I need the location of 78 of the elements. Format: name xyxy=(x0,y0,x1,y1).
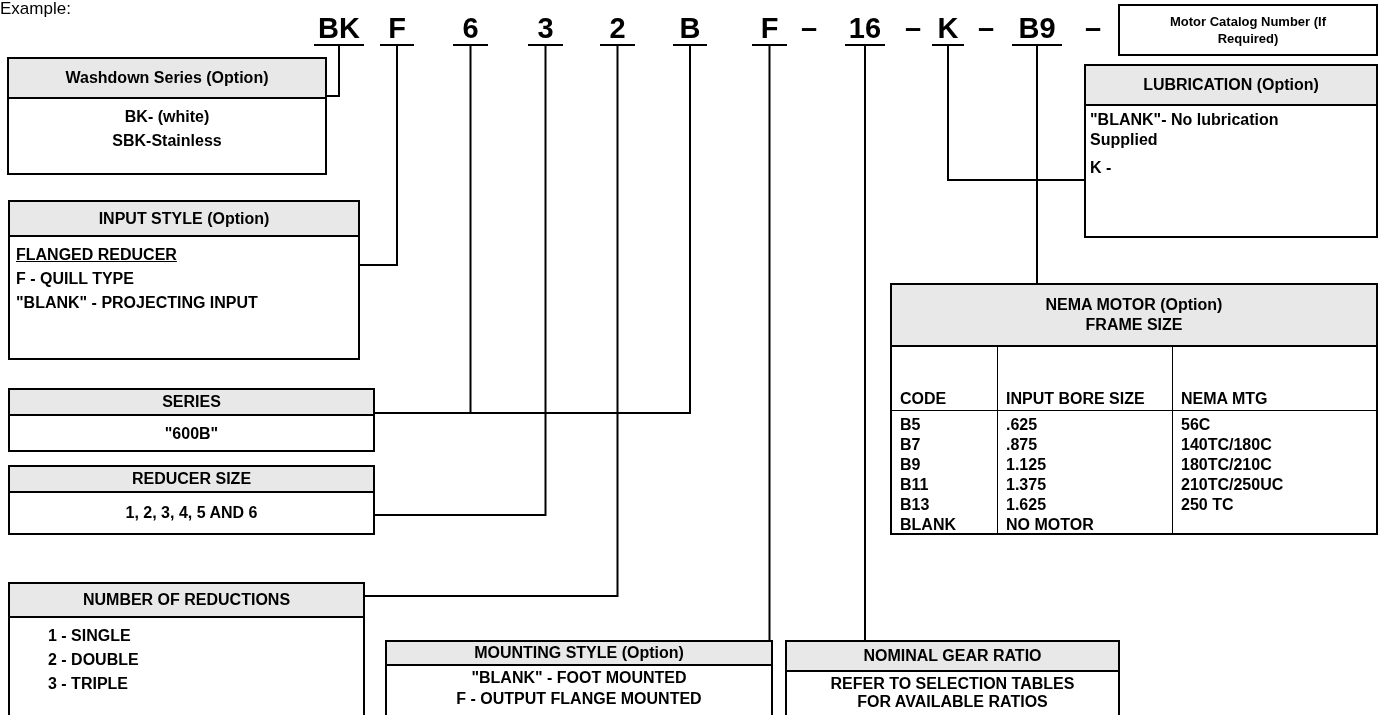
code-character: 6 xyxy=(453,12,488,46)
box-heading: Washdown Series (Option) xyxy=(9,59,325,99)
example-label: Example: xyxy=(0,0,71,18)
option-box xyxy=(8,200,360,360)
option-text: F - OUTPUT FLANGE MOUNTED xyxy=(456,690,702,708)
leader-line xyxy=(864,45,866,641)
leader-line xyxy=(374,45,547,516)
table-cell: 1.375 xyxy=(997,475,1172,495)
table-cell: 180TC/210C xyxy=(1172,455,1376,475)
table-cell-text: BLANK xyxy=(899,515,957,535)
column-header: INPUT BORE SIZE xyxy=(997,347,1172,411)
option-text: "600B" xyxy=(164,424,219,444)
box-heading: NUMBER OF REDUCTIONS xyxy=(10,584,363,618)
box-heading: LUBRICATION (Option) xyxy=(1086,66,1376,106)
table-cell: 210TC/250UC xyxy=(1172,475,1376,495)
table-cell-text: B7 xyxy=(899,435,922,455)
option-box xyxy=(8,388,375,452)
option-text: "BLANK" - FOOT MOUNTED xyxy=(471,669,687,687)
option-text: 1, 2, 3, 4, 5 AND 6 xyxy=(125,503,258,523)
table-cell-text: B13 xyxy=(899,495,931,515)
option-text: 1 - SINGLE xyxy=(48,626,131,646)
column-header: CODE xyxy=(892,347,997,411)
box-heading: MOUNTING STYLE (Option) xyxy=(387,642,771,666)
option-text: 3 - TRIPLE xyxy=(48,674,128,694)
code-character: K xyxy=(932,12,964,46)
option-text: SBK-Stainless xyxy=(112,131,222,151)
table-cell: 1.125 xyxy=(997,455,1172,475)
table-cell: .875 xyxy=(997,435,1172,455)
code-character: 3 xyxy=(528,12,563,46)
option-text: 2 - DOUBLE xyxy=(48,650,139,670)
code-character: F xyxy=(752,12,787,46)
option-box xyxy=(385,640,773,715)
code-character: B9 xyxy=(1012,12,1062,46)
option-text: F - QUILL TYPE xyxy=(16,269,134,289)
option-text: "BLANK" - PROJECTING INPUT xyxy=(16,293,258,313)
separator-dash: – xyxy=(801,12,818,44)
table-cell-text: B9 xyxy=(899,455,922,475)
option-box xyxy=(785,640,1120,715)
leader-line xyxy=(359,45,398,266)
box-heading: REDUCER SIZE xyxy=(10,467,373,493)
box-heading: INPUT STYLE (Option) xyxy=(10,202,358,237)
table-cell-text: B5 xyxy=(899,415,922,435)
separator-dash: – xyxy=(978,12,995,44)
separator-dash: – xyxy=(1085,12,1102,44)
column-header: NEMA MTG xyxy=(1172,347,1376,411)
leader-line xyxy=(1036,45,1038,284)
table-cell: .625 xyxy=(997,411,1172,435)
option-text: "BLANK"- No lubrication Supplied xyxy=(1090,110,1280,150)
leader-line xyxy=(364,45,619,597)
option-box xyxy=(7,57,327,175)
box-heading: NOMINAL GEAR RATIO xyxy=(787,642,1118,672)
table-cell: 1.625 xyxy=(997,495,1172,515)
code-character: 16 xyxy=(845,12,885,46)
table-cell: NO MOTOR xyxy=(997,515,1172,535)
option-box xyxy=(1084,64,1378,238)
box-heading: SERIES xyxy=(10,390,373,416)
box-text: Motor Catalog Number (If Required) xyxy=(1169,13,1327,47)
box-heading: NEMA MOTOR (Option) FRAME SIZE xyxy=(892,285,1376,347)
option-box xyxy=(8,582,365,715)
option-text: BK- (white) xyxy=(124,107,210,127)
table-cell: 56C xyxy=(1172,411,1376,435)
table-cell-text: B11 xyxy=(899,475,930,495)
leader-line xyxy=(947,45,1085,181)
option-box xyxy=(8,465,375,535)
catalog-number-box xyxy=(1118,4,1378,56)
option-text: REFER TO SELECTION TABLES FOR AVAILABLE RATIOS xyxy=(829,675,1076,711)
table-cell: 140TC/180C xyxy=(1172,435,1376,455)
option-text: FLANGED REDUCER xyxy=(16,245,177,265)
code-character: F xyxy=(380,12,414,46)
option-text: K - xyxy=(1090,158,1112,178)
leader-line xyxy=(768,45,771,641)
code-character: B xyxy=(673,12,707,46)
table-cell: 250 TC xyxy=(1172,495,1376,515)
leader-line xyxy=(326,45,340,97)
code-character: 2 xyxy=(600,12,635,46)
code-character: BK xyxy=(314,12,364,46)
frame-size-table xyxy=(890,283,1378,535)
separator-dash: – xyxy=(905,12,922,44)
